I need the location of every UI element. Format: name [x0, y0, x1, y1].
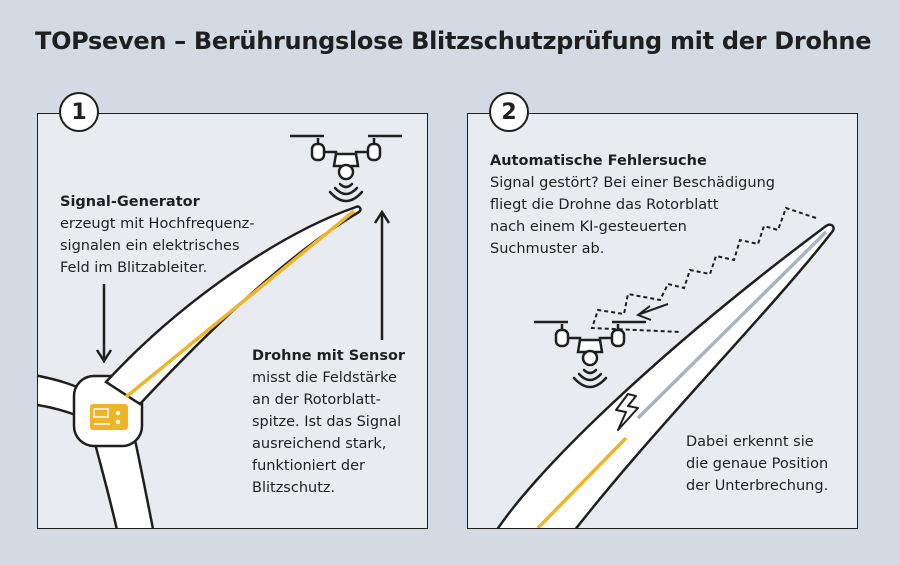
drone-sensor-line: funktioniert der [252, 458, 365, 474]
search-description: Automatische Fehlersuche Signal gestört?… [490, 150, 775, 260]
generator-line: Feld im Blitzableiter. [60, 260, 208, 276]
arrow-to-drone [373, 209, 391, 340]
drone-sensor-line: ausreichend stark, [252, 436, 387, 452]
generator-line: signalen ein elektrisches [60, 238, 240, 254]
generator-description: Signal-Generator erzeugt mit Hochfrequen… [60, 191, 255, 279]
signal-waves-icon [572, 368, 608, 389]
rotor-blade [496, 223, 835, 528]
search-heading: Automatische Fehlersuche [490, 153, 707, 169]
search-line: fliegt die Drohne das Rotorblatt [490, 197, 719, 213]
panel-step-1: Signal-Generator erzeugt mit Hochfrequen… [37, 113, 428, 529]
panel-step-2: Automatische Fehlersuche Signal gestört?… [467, 113, 858, 529]
lightning-conductor [124, 209, 356, 399]
rotor-blade-lower [88, 422, 155, 528]
drone-sensor-description: Drohne mit Sensor misst die Feldstärke a… [252, 345, 405, 499]
result-description: Dabei erkennt sie die genaue Position de… [686, 431, 828, 497]
search-path-icon [590, 206, 817, 333]
step-number-1: 1 [59, 92, 99, 132]
panel-2-illustration [496, 206, 835, 528]
drone-icon [534, 320, 646, 367]
result-line: die genaue Position [686, 456, 829, 472]
result-line: Dabei erkennt sie [686, 434, 814, 450]
search-line: Suchmuster ab. [490, 241, 605, 257]
conductor-broken-section [636, 230, 828, 420]
rotor-blade-upper [104, 205, 362, 406]
search-line: nach einem KI-gesteuerten [490, 219, 687, 235]
generator-line: erzeugt mit Hochfrequenz- [60, 216, 255, 232]
search-arrow-head [635, 303, 669, 321]
step-number-2: 2 [489, 92, 529, 132]
signal-waves-icon [328, 182, 364, 203]
drone-sensor-line: spitze. Ist das Signal [252, 414, 402, 430]
result-line: der Unterbrechung. [686, 478, 829, 494]
conductor-intact [536, 436, 628, 528]
drone-icon [290, 134, 402, 181]
lightning-damage-icon [615, 393, 639, 431]
generator-heading: Signal-Generator [60, 194, 200, 210]
page-title: TOPseven – Berührungslose Blitzschutzprü… [35, 27, 872, 55]
drone-sensor-heading: Drohne mit Sensor [252, 348, 406, 364]
panel-1-illustration [38, 134, 402, 528]
search-line: Signal gestört? Bei einer Beschädigung [490, 175, 775, 191]
drone-sensor-line: misst die Feldstärke [252, 370, 397, 386]
signal-generator-icon [90, 404, 128, 430]
arrow-to-generator [95, 284, 113, 364]
drone-sensor-line: Blitzschutz. [252, 480, 336, 496]
drone-sensor-line: an der Rotorblatt- [252, 392, 381, 408]
